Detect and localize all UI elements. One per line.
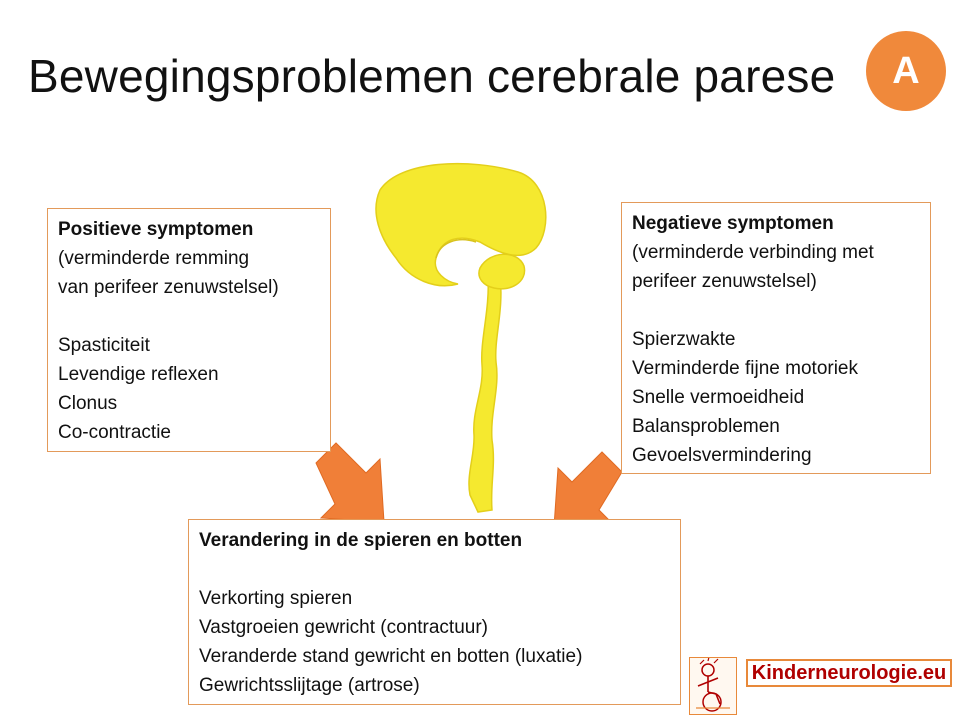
cerebrum [375,162,547,287]
badge-a: A [866,31,946,111]
child-neurology-logo-icon [689,656,737,715]
positive-subtitle-line: (verminderde remming [58,248,250,269]
negative-subtitle-line: (verminderde verbinding met [632,242,874,263]
arrow-right-icon [553,451,623,528]
bottom-item: Vastgroeien gewricht (contractuur) [199,617,488,638]
arrow-left-icon [315,442,385,523]
negative-subtitle-line: perifeer zenuwstelsel) [632,271,817,292]
negative-symptoms-box: Negatieve symptomen (verminderde verbind… [621,202,931,474]
negative-item: Verminderde fijne motoriek [632,358,858,379]
negative-item: Spierzwakte [632,329,736,350]
positive-subtitle-line: van perifeer zenuwstelsel) [58,277,279,298]
brainstem [478,253,526,290]
brand-logo-text[interactable]: Kinderneurologie.eu [746,659,952,687]
positive-item: Clonus [58,393,118,414]
positive-heading: Positieve symptomen [58,219,254,240]
positive-item: Spasticiteit [58,335,150,356]
page-title: Bewegingsproblemen cerebrale parese [28,50,836,102]
bottom-heading: Verandering in de spieren en botten [199,530,523,551]
positive-item: Co-contractie [58,422,171,443]
brain-spinal-cord-illustration [375,162,547,513]
positive-item: Levendige reflexen [58,364,219,385]
negative-item: Snelle vermoeidheid [632,387,805,408]
negative-item: Gevoelsvermindering [632,445,812,466]
negative-item: Balansproblemen [632,416,780,437]
positive-symptoms-box: Positieve symptomen (verminderde remming… [47,208,331,452]
spinal-cord [468,275,502,513]
muscle-bone-changes-box: Verandering in de spieren en botten Verk… [188,519,681,705]
bottom-item: Gewrichtsslijtage (artrose) [199,675,420,696]
negative-heading: Negatieve symptomen [632,213,834,234]
bottom-item: Verkorting spieren [199,588,353,609]
bottom-item: Veranderde stand gewricht en botten (lux… [199,646,583,667]
